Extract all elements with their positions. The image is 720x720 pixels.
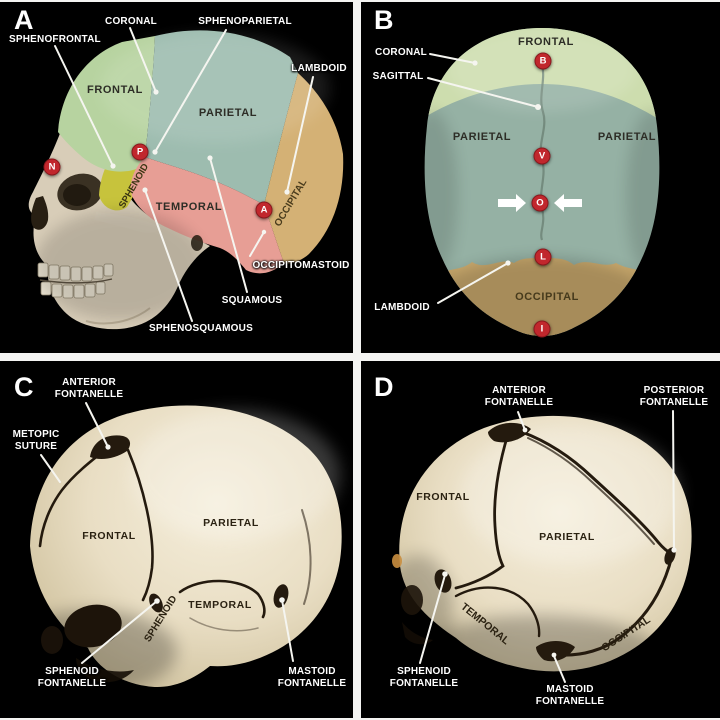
adult-skull-posterior-illustration [424,28,660,336]
mastoid-fontanelle-gap [273,584,289,608]
label-metopic-suture-1: METOPIC [12,429,60,440]
infant-skull-lateral-illustration [7,402,342,694]
label-coronal-suture: CORONAL [105,16,157,27]
jaw-shadow-d [402,622,433,645]
lower-shadow [35,210,205,320]
label-lambdoid-suture: LAMBDOID [291,63,347,74]
label-metopic-suture-2: SUTURE [14,441,58,452]
panel-b-adult-posterior: B CORONAL SAGITTAL LAMBDOID FRONTAL PARI… [360,0,720,360]
label-sagittal-suture: SAGITTAL [372,71,424,82]
label-occipitomastoid-suture: OCCIPITOMASTOID [252,260,350,271]
label-frontal-bone-b: FRONTAL [518,36,574,48]
label-anterior-fontanelle-d-2: FONTANELLE [484,397,554,408]
marker-vertex: V [533,147,551,165]
label-mastoid-fontanelle-d-2: FONTANELLE [535,696,605,707]
adult-skull-lateral-illustration [28,27,344,330]
label-sphenoid-fontanelle-d-1: SPHENOID [397,666,451,677]
panel-letter-b: B [374,5,394,35]
occipital-bone-region [264,73,344,264]
infant-eye-socket-far [41,626,63,654]
panel-letter-c: C [14,372,34,402]
label-sphenosquamous-suture: SPHENOSQUAMOUS [149,323,253,334]
marker-nasion: N [43,158,61,176]
label-parietal-bone-left: PARIETAL [452,131,512,143]
amber-spot [392,554,402,568]
panel-d-infant-posterolateral: D ANTERIOR FONTANELLE POSTERIOR FONTANEL… [360,360,720,720]
anterior-fontanelle-gap-d [488,422,531,443]
temporal-bone-region [130,157,284,274]
label-temporal-bone-c: TEMPORAL [188,599,252,611]
infant-eye-socket [64,604,122,648]
cranium-highlight-d [460,425,680,565]
label-posterior-fontanelle-2: FONTANELLE [639,397,709,408]
infant-skull-posterolateral-illustration [383,410,692,695]
label-parietal-bone-right: PARIETAL [597,131,657,143]
arrow-left-icon [498,194,526,212]
label-sphenoid-fontanelle-d-2: FONTANELLE [389,678,459,689]
arrow-right-icon [554,194,582,212]
leader-lines-c [40,402,294,664]
label-mastoid-fontanelle-d-1: MASTOID [546,684,594,695]
cranium-highlight [130,410,340,540]
marker-pterion: P [131,143,149,161]
label-lambdoid-suture-b: LAMBDOID [374,302,430,313]
leader-lines-a [54,27,314,322]
label-mastoid-fontanelle-c-1: MASTOID [288,666,336,677]
label-coronal-suture-b: CORONAL [375,47,427,58]
panel-c-infant-lateral: C ANTERIOR FONTANELLE METOPIC SUTURE SPH… [0,360,360,720]
eye-socket-shadow [63,184,91,206]
label-sphenoid-fontanelle-c-1: SPHENOID [45,666,99,677]
panel-letter-a: A [14,5,34,35]
label-frontal-bone-d: FRONTAL [416,491,470,503]
marker-lambda: L [534,248,552,266]
leader-lines-b [427,53,541,304]
label-temporal-bone: TEMPORAL [155,201,223,213]
label-frontal-bone-c: FRONTAL [82,530,136,542]
label-parietal-bone-c: PARIETAL [203,517,259,529]
label-posterior-fontanelle-1: POSTERIOR [643,385,705,396]
label-anterior-fontanelle-c-1: ANTERIOR [62,377,116,388]
label-anterior-fontanelle-c-2: FONTANELLE [54,389,124,400]
label-occipital-bone-b: OCCIPITAL [515,291,579,303]
label-sphenoparietal-suture: SPHENOPARIETAL [198,16,292,27]
label-sphenofrontal-suture: SPHENOFRONTAL [9,34,101,45]
mastoid-fontanelle-gap-d [536,641,575,662]
occiput-shadow [427,257,657,336]
panel-a-adult-lateral: A SPHENOFRONTAL CORONAL SPHENOPARIETAL L… [0,0,360,360]
label-sphenoid-fontanelle-c-2: FONTANELLE [37,678,107,689]
label-mastoid-fontanelle-c-2: FONTANELLE [277,678,347,689]
label-anterior-fontanelle-d-1: ANTERIOR [492,385,546,396]
label-parietal-bone: PARIETAL [198,107,258,119]
infant-sutures-d [454,430,674,657]
panel-letter-d: D [374,372,394,402]
bottom-frame-line [0,718,720,720]
crown-highlight [447,28,637,112]
label-frontal-bone: FRONTAL [87,84,143,96]
nasal-aperture [31,196,49,230]
orbit-rim-d [401,585,423,615]
left-edge-shadow [424,110,458,280]
right-edge-shadow [626,110,660,280]
label-parietal-bone-d: PARIETAL [539,531,595,543]
horizontal-divider [0,353,720,361]
label-squamous-suture: SQUAMOUS [221,295,283,306]
marker-obelion: O [531,194,549,212]
top-frame-line [0,0,720,2]
dome-highlight [100,33,330,143]
leader-lines-d [419,410,677,683]
marker-inion: I [533,320,551,338]
marker-asterion: A [255,201,273,219]
marker-bregma: B [534,52,552,70]
infant-mouth-shadow [76,658,134,683]
